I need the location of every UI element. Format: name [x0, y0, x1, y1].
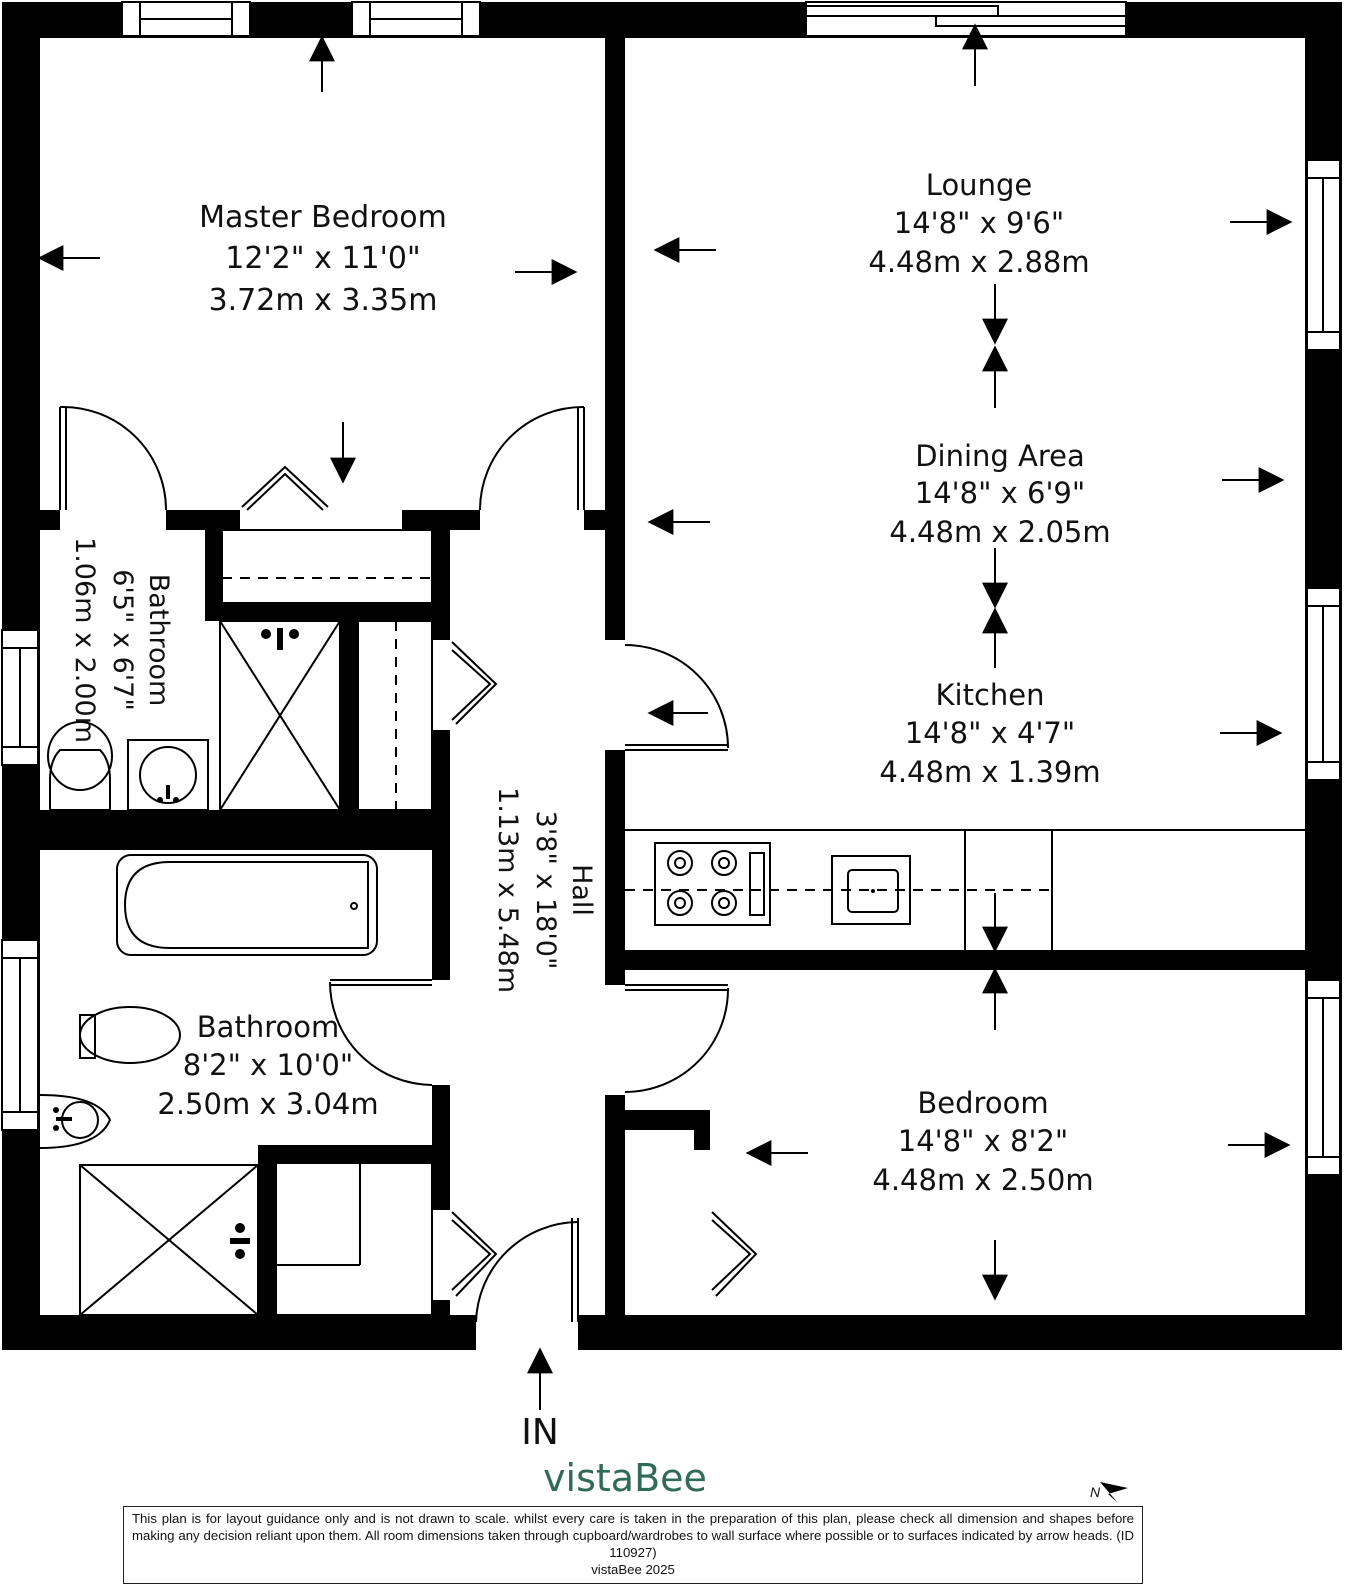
room-name: Master Bedroom — [199, 200, 447, 235]
compass-label: N — [1090, 1484, 1101, 1500]
room-hall: Hall 3'8" x 18'0" 1.13m x 5.48m — [492, 787, 597, 993]
room-metric: 4.48m x 1.39m — [879, 755, 1100, 789]
disclaimer-box: This plan is for layout guidance only an… — [123, 1506, 1143, 1584]
room-imperial: 14'8" x 9'6" — [894, 206, 1064, 240]
room-name: Bathroom — [143, 574, 174, 707]
room-bathroom: Bathroom 8'2" x 10'0" 2.50m x 3.04m — [157, 1010, 378, 1121]
room-imperial: 14'8" x 6'9" — [915, 476, 1085, 510]
window-details — [2, 2, 1340, 1158]
room-bedroom: Bedroom 14'8" x 8'2" 4.48m x 2.50m — [872, 1086, 1093, 1197]
disclaimer-copyright: vistaBee 2025 — [591, 1562, 675, 1577]
room-metric: 4.48m x 2.50m — [872, 1163, 1093, 1197]
room-imperial: 12'2" x 11'0" — [225, 241, 420, 276]
room-metric: 4.48m x 2.88m — [868, 245, 1089, 279]
room-name: Bedroom — [917, 1086, 1048, 1120]
room-imperial: 3'8" x 18'0" — [530, 811, 561, 970]
measurement-arrows — [37, 23, 1293, 1410]
room-name: Hall — [566, 864, 597, 916]
room-metric: 2.50m x 3.04m — [157, 1087, 378, 1121]
room-imperial: 8'2" x 10'0" — [183, 1048, 353, 1082]
room-lounge: Lounge 14'8" x 9'6" 4.48m x 2.88m — [868, 168, 1089, 279]
room-name: Bathroom — [197, 1010, 339, 1044]
room-name: Dining Area — [915, 439, 1085, 473]
fixtures — [39, 529, 1305, 1316]
windows — [1, 1, 1341, 1350]
room-imperial: 14'8" x 4'7" — [905, 716, 1075, 750]
room-metric: 3.72m x 3.35m — [209, 283, 438, 318]
room-imperial: 14'8" x 8'2" — [898, 1124, 1068, 1158]
room-name: Kitchen — [936, 678, 1045, 712]
doors — [59, 405, 758, 1323]
room-master-bedroom: Master Bedroom 12'2" x 11'0" 3.72m x 3.3… — [199, 200, 447, 318]
fixture-taps — [53, 628, 875, 1259]
room-ensuite-bathroom: Bathroom 6'5" x 6'7" 1.06m x 2.00m — [69, 537, 174, 743]
disclaimer-text: This plan is for layout guidance only an… — [132, 1511, 1134, 1560]
room-metric: 1.13m x 5.48m — [492, 787, 523, 993]
room-imperial: 6'5" x 6'7" — [107, 569, 138, 711]
north-arrow-icon — [1100, 1482, 1128, 1503]
room-kitchen: Kitchen 14'8" x 4'7" 4.48m x 1.39m — [879, 678, 1100, 789]
compass: N — [1090, 1484, 1140, 1508]
room-metric: 4.48m x 2.05m — [889, 515, 1110, 549]
entrance-label: IN — [521, 1412, 559, 1453]
room-dining-area: Dining Area 14'8" x 6'9" 4.48m x 2.05m — [889, 439, 1110, 549]
room-name: Lounge — [926, 168, 1032, 202]
brand-logo: vistaBee — [543, 1456, 707, 1500]
room-metric: 1.06m x 2.00m — [69, 537, 100, 743]
